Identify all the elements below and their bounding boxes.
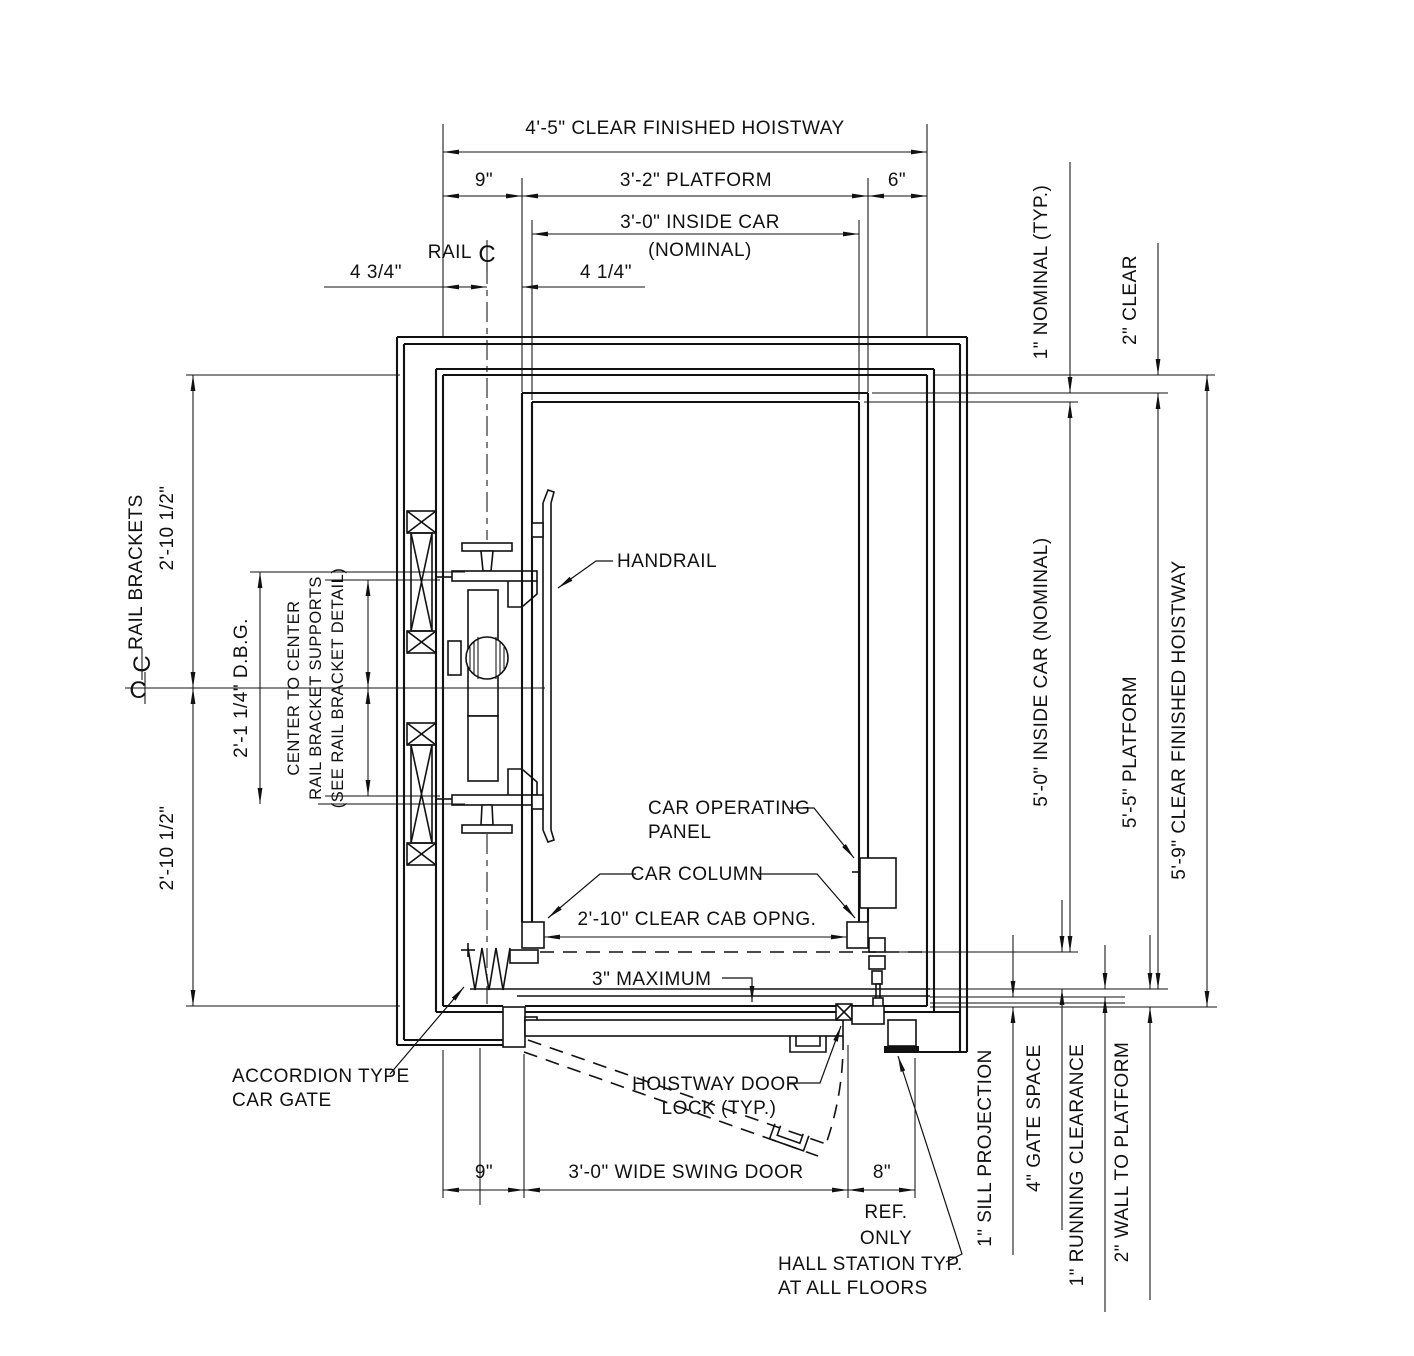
- dim-top-inside-car: 3'-0" INSIDE CAR: [620, 212, 780, 233]
- cop-label-1: CAR OPERATING: [648, 798, 810, 819]
- door-jamb-left: [502, 1006, 526, 1048]
- accordion-gate: [461, 943, 930, 991]
- dim-5-0-inside-car: 5'-0" INSIDE CAR (NOMINAL): [1031, 537, 1052, 806]
- hoistway-walls: [395, 335, 969, 1054]
- rail-centerline-label: RAIL: [428, 242, 472, 263]
- car-operating-panel-shape: [852, 857, 897, 909]
- stud-upper: [406, 510, 437, 654]
- door-jamb-right: [851, 1005, 885, 1025]
- dims-bottom: 9" 3'-0" WIDE SWING DOOR 8" REF. ONLY: [442, 1045, 916, 1249]
- dim-5-9-hoistway: 5'-9" CLEAR FINISHED HOISTWAY: [1169, 560, 1190, 879]
- door-lock-label-1: HOISTWAY DOOR: [632, 1074, 800, 1095]
- ref-only-2: ONLY: [860, 1228, 912, 1249]
- dims-bottom-right: 1" SILL PROJECTION 4" GATE SPACE 1" RUNN…: [975, 900, 1153, 1312]
- annotations: HANDRAIL CAR OPERATING PANEL CAR COLUMN …: [232, 551, 963, 1299]
- handrail-label: HANDRAIL: [617, 551, 717, 572]
- dim-top-inside-car-note: (NOMINAL): [648, 240, 752, 261]
- dim-left-2-10-lower: 2'-10 1/2": [157, 805, 178, 890]
- door-lock-label-2: LOCK (TYP.): [662, 1098, 777, 1119]
- hall-station: [884, 1019, 919, 1052]
- door-swing-arc: [825, 1035, 844, 1145]
- stud-lower: [406, 722, 437, 866]
- rail-brackets-label: RAIL BRACKETS: [126, 494, 147, 650]
- cop-label-2: PANEL: [648, 822, 711, 843]
- handrail-shape: [531, 488, 555, 843]
- dim-running-clearance: 1" RUNNING CLEARANCE: [1067, 1044, 1088, 1287]
- dims-left: 2'-10 1/2" 2'-10 1/2" RAIL BRACKETS C C …: [126, 374, 465, 1007]
- hall-station-label-2: AT ALL FLOORS: [778, 1278, 928, 1299]
- car-door-lock-hardware: [868, 937, 886, 1009]
- accordion-label-1: ACCORDION TYPE: [232, 1066, 410, 1087]
- ctc-line-3: (SEE RAIL BRACKET DETAIL): [329, 568, 347, 809]
- dim-gate-space: 4" GATE SPACE: [1024, 1044, 1045, 1192]
- swing-door: [502, 1003, 885, 1157]
- dim-cab-opng: 2'-10" CLEAR CAB OPNG.: [578, 909, 817, 930]
- dim-top-9: 9": [475, 170, 493, 191]
- ctc-line-1: CENTER TO CENTER: [285, 600, 303, 775]
- dims-right: 1" NOMINAL (TYP.) 5'-0" INSIDE CAR (NOMI…: [864, 162, 1217, 1008]
- platform-edge: [470, 988, 930, 997]
- door-handle: [789, 1036, 827, 1053]
- door-closed: [524, 1019, 844, 1037]
- dim-3-maximum: 3" MAXIMUM: [592, 969, 711, 990]
- hall-station-label-1: HALL STATION TYP.: [778, 1254, 963, 1275]
- dim-left-2-10-upper: 2'-10 1/2": [157, 485, 178, 570]
- rail-bracket-assembly: [436, 542, 538, 834]
- dim-2-clear: 2" CLEAR: [1120, 255, 1141, 345]
- centerline-symbol: C: [129, 677, 146, 704]
- wall-studs: [406, 510, 437, 866]
- dim-4-3-4: 4 3/4": [350, 262, 402, 283]
- ctc-line-2: RAIL BRACKET SUPPORTS: [307, 576, 325, 800]
- car-column-right: [846, 921, 869, 949]
- car-column-label: CAR COLUMN: [631, 864, 764, 885]
- elevator-car: [520, 391, 870, 949]
- dim-dbg: 2'-1 1/4" D.B.G.: [231, 618, 252, 758]
- dim-swing-door: 3'-0" WIDE SWING DOOR: [568, 1162, 803, 1183]
- car-column-left: [521, 921, 545, 949]
- dim-bottom-8: 8": [873, 1162, 891, 1183]
- dims-top: 4'-5" CLEAR FINISHED HOISTWAY 9" 3'-2" P…: [324, 118, 928, 400]
- dim-wall-to-platform: 2" WALL TO PLATFORM: [1112, 1042, 1133, 1263]
- dim-1-nominal: 1" NOMINAL (TYP.): [1031, 185, 1052, 360]
- dim-top-hoistway: 4'-5" CLEAR FINISHED HOISTWAY: [525, 118, 844, 139]
- dim-4-1-4: 4 1/4": [580, 262, 632, 283]
- dim-top-6: 6": [888, 170, 906, 191]
- dim-5-5-platform: 5'-5" PLATFORM: [1120, 676, 1141, 828]
- dim-top-platform: 3'-2" PLATFORM: [620, 170, 772, 191]
- dim-sill-projection: 1" SILL PROJECTION: [975, 1049, 996, 1247]
- dim-bottom-9: 9": [475, 1162, 493, 1183]
- hoistway-door-lock-shape: [835, 1003, 853, 1021]
- ref-only-1: REF.: [864, 1202, 907, 1223]
- accordion-label-2: CAR GATE: [232, 1090, 332, 1111]
